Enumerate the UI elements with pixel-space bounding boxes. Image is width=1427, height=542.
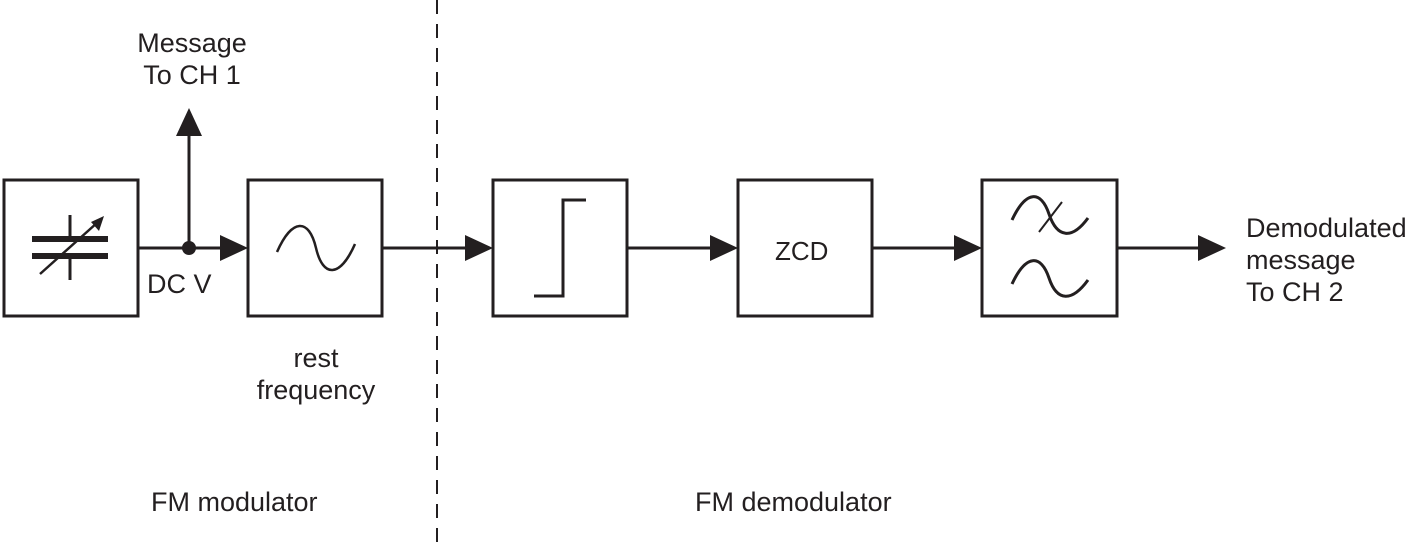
zcd-label: ZCD [775,236,829,266]
low-pass-filter-block [980,178,1119,318]
demodulated-message-line3: To CH 2 [1246,277,1344,307]
arrow-head-filter [954,235,982,261]
fm-modulator-label: FM modulator [151,487,318,517]
variable-capacitor-arrow-head [91,216,104,231]
dc-v-label: DC V [147,269,212,299]
arrow-head-comparator [465,235,493,261]
step-icon [534,198,586,298]
filter-icon [1010,195,1090,298]
arrow-head-message [176,108,202,136]
sine-wave-icon [275,224,357,272]
message-label: Message To CH 1 [137,27,247,91]
demodulated-message-line2: message [1246,245,1356,275]
rest-frequency-label: rest frequency [257,342,376,406]
arrow-head-vco [220,235,248,261]
message-label-line2: To CH 1 [143,60,241,90]
demodulated-message-line1: Demodulated [1246,213,1407,243]
demodulated-message-label: Demodulated message To CH 2 [1246,212,1407,308]
rest-frequency-line1: rest [293,343,339,373]
junction-dot [182,241,196,255]
variable-capacitor-icon [32,215,108,280]
fm-demodulator-label: FM demodulator [695,487,892,517]
arrow-head-output [1198,235,1226,261]
rest-frequency-line2: frequency [256,375,376,405]
arrow-head-zcd [710,235,738,261]
variable-capacitor-block [2,178,140,318]
message-label-line1: Message [137,28,247,58]
